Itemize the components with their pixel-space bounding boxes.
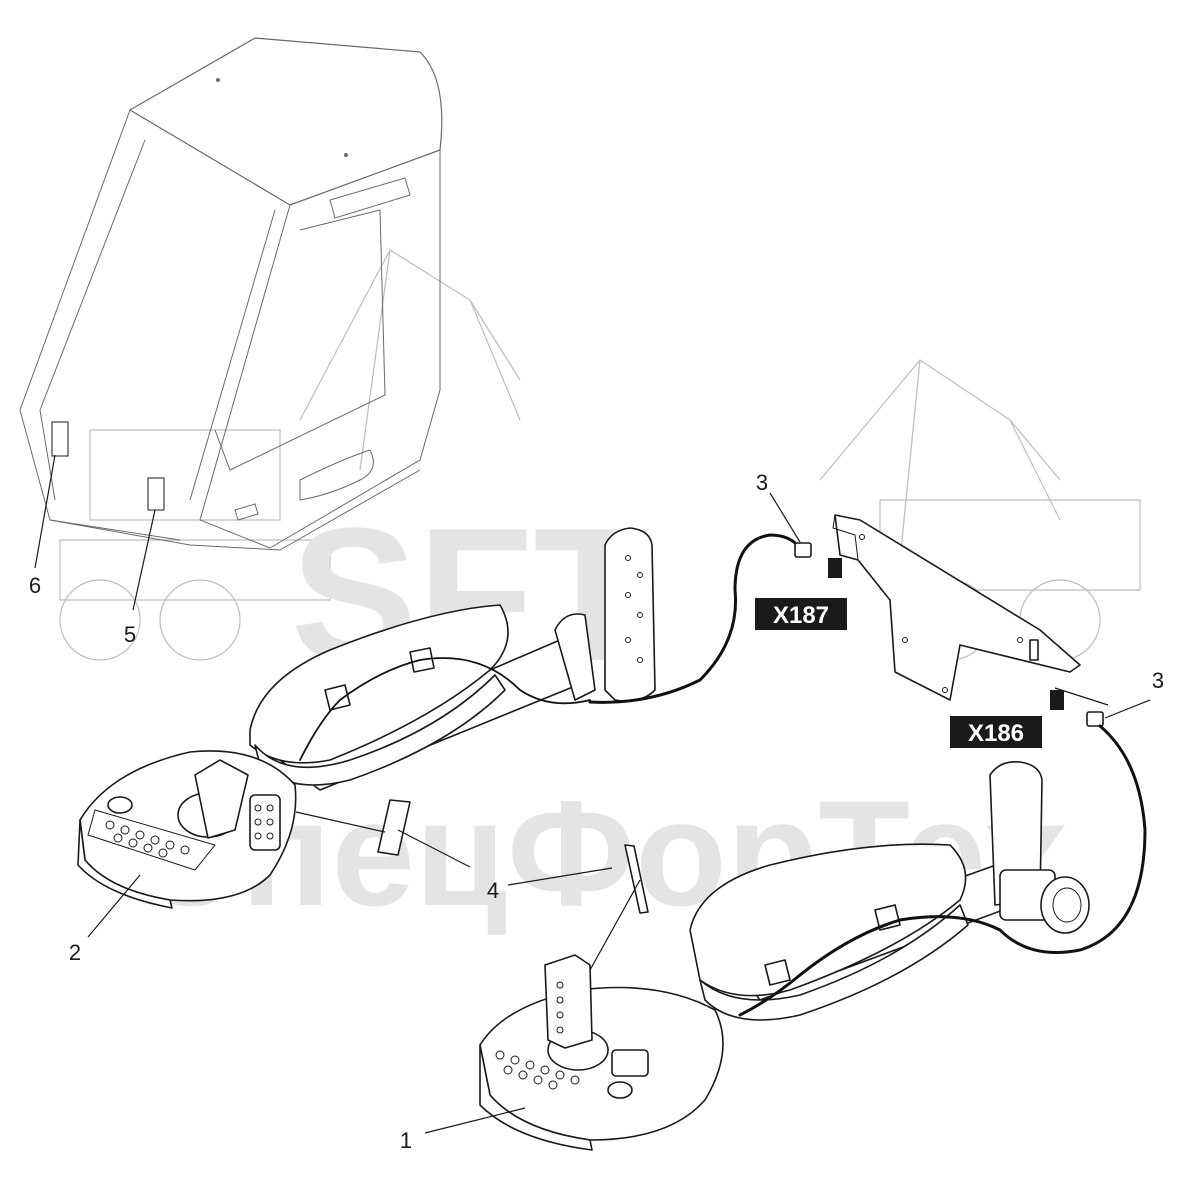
watermark-excavator-left — [59, 249, 521, 661]
console-button-grid-right — [495, 1050, 580, 1090]
left-armrest-assembly — [77, 527, 656, 909]
sticker-4a — [377, 799, 411, 856]
connector-label-x186-text: X186 — [968, 720, 1024, 747]
callout-1: 1 — [400, 1128, 412, 1153]
cab-outline — [19, 37, 443, 551]
connector-x186-plug — [1086, 711, 1104, 727]
left-joystick — [194, 759, 249, 839]
connector-x186-socket — [1050, 690, 1064, 710]
callout-3-top: 3 — [756, 470, 768, 495]
console-button-grid-left — [105, 820, 190, 858]
right-armrest-knob — [1040, 876, 1090, 934]
right-joystick — [544, 954, 593, 1049]
callout-4: 4 — [487, 878, 499, 903]
callout-labels: 1 2 3 3 4 5 6 — [29, 470, 1164, 1153]
callout-2: 2 — [69, 940, 81, 965]
sticker-4b — [624, 844, 649, 914]
leader-lines — [34, 454, 1151, 1134]
mount-plate-holes — [625, 555, 643, 663]
left-keypad — [249, 794, 281, 851]
mounting-bracket — [832, 514, 1081, 701]
connector-label-x187-text: X187 — [773, 602, 829, 629]
wiring-harness — [588, 533, 1147, 1017]
right-armrest-assembly — [479, 760, 1090, 1151]
callout-6: 6 — [29, 573, 41, 598]
callout-3-right: 3 — [1152, 668, 1164, 693]
cab-label-5-sticker — [147, 477, 165, 511]
cab-label-6-sticker — [51, 421, 69, 457]
callout-5: 5 — [124, 622, 136, 647]
connector-x187-plug — [794, 542, 812, 558]
connector-x187-socket — [828, 558, 842, 578]
connector-label-x186: X186 — [950, 716, 1042, 748]
connector-label-x187: X187 — [755, 598, 847, 630]
sticker-parts — [377, 799, 649, 914]
